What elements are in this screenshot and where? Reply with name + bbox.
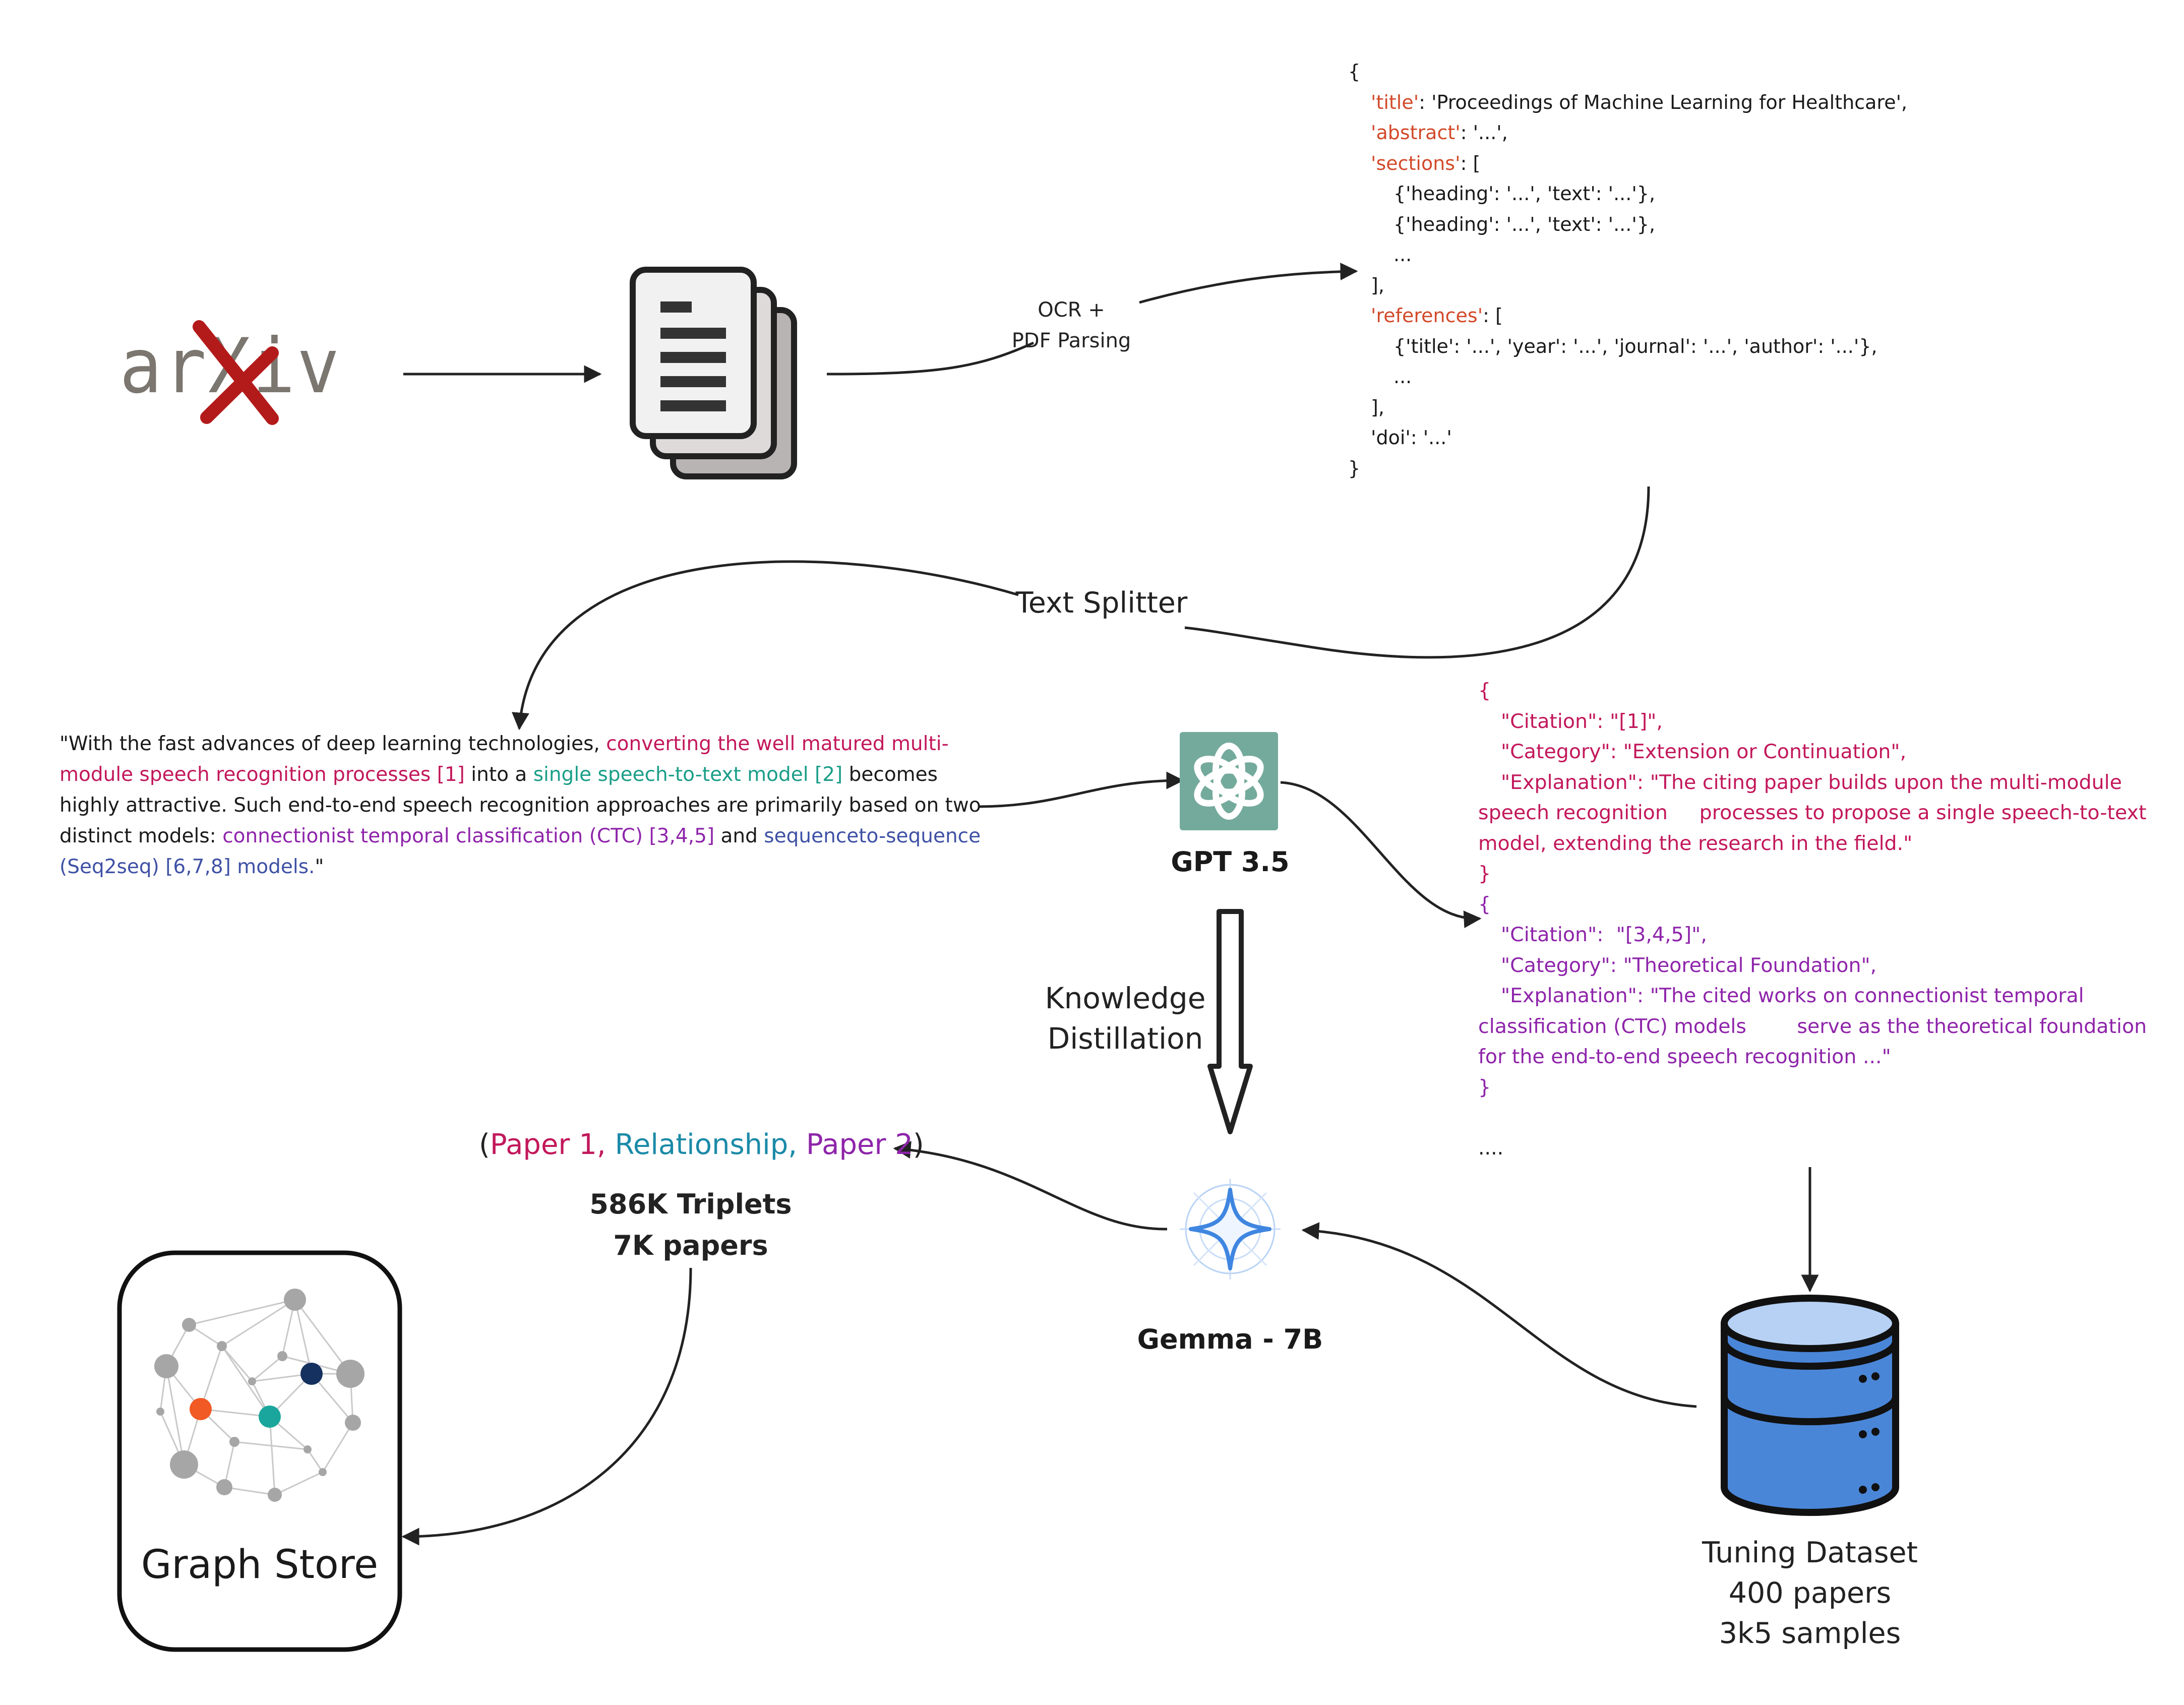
quote-text-3: becomes highly attractive. Such end-to-e… xyxy=(59,763,981,847)
json-abstract-line: 'abstract': '...', xyxy=(1348,117,1907,148)
quote-text-1: "With the fast advances of deep learning… xyxy=(59,733,606,755)
citation2-open: { xyxy=(1478,892,1491,916)
citations-ellipsis: .... xyxy=(1478,1136,1504,1160)
openai-icon xyxy=(1180,732,1278,830)
citation1-close: } xyxy=(1478,862,1491,885)
arrow-gpt-to-citations xyxy=(1280,781,1482,929)
citation2-block: { "Citation": "[3,4,5]", "Category": "Th… xyxy=(1478,889,2169,1103)
arrow-triplets-to-graph xyxy=(401,1267,692,1546)
json-title-key: 'title' xyxy=(1371,91,1419,113)
gpt-label: GPT 3.5 xyxy=(1171,846,1289,878)
citations-json-block: { "Citation": "[1]", "Category": "Extens… xyxy=(1478,676,2169,1164)
gemma-label: Gemma - 7B xyxy=(1137,1323,1323,1355)
json-references-key: 'references' xyxy=(1371,305,1483,327)
kd-label-line2: Distillation xyxy=(1048,1021,1203,1056)
json-abstract-key: 'abstract' xyxy=(1371,121,1461,144)
citation2-category: "Category": "Theoretical Foundation", xyxy=(1501,953,1877,977)
citation2-explanation-2: classification (CTC) models serve as the… xyxy=(1478,1014,2147,1038)
triplet-paper1: Paper 1, xyxy=(490,1128,606,1161)
citation2-explanation-3: for the end-to-end speech recognition ..… xyxy=(1478,1045,1891,1068)
arrow-ocr-to-json xyxy=(1139,263,1358,304)
quote-text-5: " xyxy=(315,856,324,878)
distillation-arrow xyxy=(1207,909,1253,1134)
triplet-close-paren: ) xyxy=(913,1128,924,1161)
arrow-quote-to-gpt xyxy=(978,771,1184,808)
quote-citation-1: converting the well matured multi-module… xyxy=(59,733,949,786)
citation1-explanation-3: model, extending the research in the fie… xyxy=(1478,831,1913,855)
kd-label-line1: Knowledge xyxy=(1045,981,1206,1015)
json-references-line: 'references': [ xyxy=(1348,300,1907,331)
json-title-value: : 'Proceedings of Machine Learning for H… xyxy=(1419,91,1908,113)
citation1-open: { xyxy=(1478,679,1491,702)
ocr-label-line1: OCR + xyxy=(1038,298,1105,322)
triplet-count: 586K Triplets xyxy=(589,1188,792,1220)
json-sections-line: 'sections': [ xyxy=(1348,148,1907,179)
tuning-dataset-samples: 3k5 samples xyxy=(1719,1617,1901,1650)
arrow-dataset-to-gemma xyxy=(1301,1222,1697,1408)
json-references-close: ], xyxy=(1371,396,1384,418)
database-icon xyxy=(1721,1295,1899,1516)
citation1-explanation-2: speech recognition processes to propose … xyxy=(1478,801,2147,824)
json-sections-close: ], xyxy=(1371,274,1384,296)
triplet-relationship: Relationship, xyxy=(615,1128,798,1161)
citation1-category: "Category": "Extension or Continuation", xyxy=(1501,740,1907,763)
quote-paragraph: "With the fast advances of deep learning… xyxy=(59,728,982,882)
graph-store-label: Graph Store xyxy=(141,1542,378,1588)
triplet-open-paren: ( xyxy=(479,1128,490,1161)
citation2-close: } xyxy=(1478,1075,1491,1099)
network-graph-nodes xyxy=(154,1289,365,1502)
citation2-explanation-1: "Explanation": "The cited works on conne… xyxy=(1501,984,2084,1007)
quote-citation-3: connectionist temporal classification (C… xyxy=(222,825,715,847)
json-close-brace: } xyxy=(1348,457,1361,479)
ocr-label-line2: PDF Parsing xyxy=(1012,329,1131,352)
citation1-explanation-1: "Explanation": "The citing paper builds … xyxy=(1501,770,2122,794)
arrow-gemma-to-triplet xyxy=(893,1141,1168,1231)
paper-json-block: { 'title': 'Proceedings of Machine Learni… xyxy=(1348,56,1907,483)
arxiv-logo: arXiv xyxy=(119,320,339,425)
documents-icon xyxy=(630,267,797,479)
text-splitter-label: Text Splitter xyxy=(1015,586,1188,620)
json-abstract-value: : '...', xyxy=(1460,121,1508,144)
tuning-dataset-title: Tuning Dataset xyxy=(1702,1536,1918,1569)
triplet-paper2: Paper 2 xyxy=(806,1128,913,1161)
citation1-citation: "Citation": "[1]", xyxy=(1501,709,1663,733)
json-sections-key: 'sections' xyxy=(1371,152,1461,174)
quote-citation-4: sequenceto-sequence (Seq2seq) [6,7,8] mo… xyxy=(59,825,981,878)
json-doi-line: 'doi': '...' xyxy=(1371,427,1452,449)
triplet-stats: 586K Triplets 7K papers xyxy=(539,1184,842,1266)
arxiv-x-red-stroke-2 xyxy=(200,346,279,424)
arrow-splitter-to-quote xyxy=(512,560,1019,730)
tuning-dataset-label: Tuning Dataset 400 papers 3k5 samples xyxy=(1659,1533,1961,1654)
arrow-docs-to-ocr xyxy=(826,341,1035,376)
graph-store-box xyxy=(117,1250,402,1652)
tuning-dataset-papers: 400 papers xyxy=(1728,1576,1892,1610)
triplet-label: (Paper 1, Relationship, Paper 2) xyxy=(479,1128,924,1161)
json-open-brace: { xyxy=(1348,60,1361,83)
json-reference-item: {'title': '...', 'year': '...', 'journal… xyxy=(1393,335,1877,357)
citation1-block: { "Citation": "[1]", "Category": "Extens… xyxy=(1478,676,2169,889)
json-sections-value: : [ xyxy=(1460,152,1481,174)
json-references-ellipsis: ... xyxy=(1393,366,1412,388)
paper-count: 7K papers xyxy=(613,1230,768,1261)
json-section-ellipsis: ... xyxy=(1393,243,1412,266)
json-section-item-1: {'heading': '...', 'text': '...'}, xyxy=(1393,182,1656,205)
quote-text-2: into a xyxy=(464,763,533,786)
citation2-citation: "Citation": "[3,4,5]", xyxy=(1501,923,1707,946)
arrow-json-to-splitter xyxy=(1184,486,1650,659)
gemma-icon xyxy=(1180,1179,1281,1280)
json-section-item-2: {'heading': '...', 'text': '...'}, xyxy=(1393,213,1656,235)
quote-citation-2: single speech-to-text model [2] xyxy=(533,763,843,786)
json-references-value: : [ xyxy=(1483,305,1503,327)
json-title-line: 'title': 'Proceedings of Machine Learnin… xyxy=(1348,87,1907,118)
quote-text-4: and xyxy=(714,825,764,847)
arxiv-x-red-stroke xyxy=(193,320,279,425)
